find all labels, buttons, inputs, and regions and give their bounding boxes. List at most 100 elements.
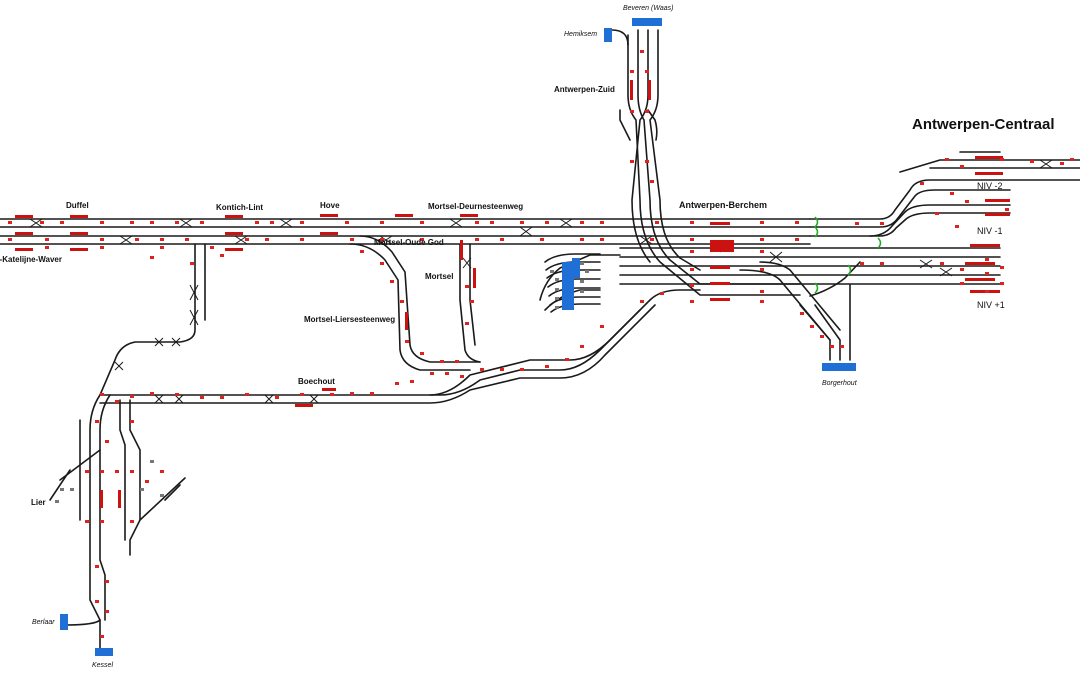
track-line xyxy=(164,484,181,501)
track-line xyxy=(739,269,831,341)
signal xyxy=(645,160,649,163)
signal xyxy=(100,520,104,523)
platform xyxy=(15,232,33,235)
signal xyxy=(760,238,764,241)
signal xyxy=(380,238,384,241)
signal xyxy=(145,480,149,483)
signal xyxy=(200,396,204,399)
terminal-block xyxy=(572,258,580,278)
signal xyxy=(100,393,104,396)
signal xyxy=(540,238,544,241)
signal xyxy=(1000,266,1004,269)
signal xyxy=(760,250,764,253)
track-line xyxy=(869,212,1011,237)
track-line xyxy=(899,159,1080,173)
signal xyxy=(60,221,64,224)
page-title: Antwerpen-Centraal xyxy=(912,116,1055,133)
signal xyxy=(475,221,479,224)
platform xyxy=(710,298,730,301)
level-label-niv-m1: NIV -1 xyxy=(977,226,1003,236)
signal xyxy=(100,238,104,241)
signal xyxy=(130,395,134,398)
signal xyxy=(95,600,99,603)
platform xyxy=(320,232,338,235)
platform xyxy=(70,248,88,251)
signal xyxy=(580,238,584,241)
buffer-stop xyxy=(814,216,819,228)
signal xyxy=(95,420,99,423)
platform xyxy=(630,80,633,100)
track-line xyxy=(544,253,601,263)
destination-label-hemiksem: Hemiksem xyxy=(564,31,598,38)
platform xyxy=(225,232,243,235)
siding-stub xyxy=(550,270,554,273)
signal xyxy=(8,238,12,241)
signal xyxy=(400,300,404,303)
signal xyxy=(640,300,644,303)
siding-stub xyxy=(60,488,64,491)
signal xyxy=(465,285,469,288)
track-line xyxy=(619,109,631,141)
signal xyxy=(660,292,664,295)
signal xyxy=(985,258,989,261)
terminal-block xyxy=(632,18,662,26)
signal xyxy=(480,368,484,371)
signal xyxy=(500,238,504,241)
signal xyxy=(955,225,959,228)
track-line xyxy=(429,309,641,396)
signal xyxy=(345,221,349,224)
station-label-lier: Lier xyxy=(31,498,46,507)
signal xyxy=(175,393,179,396)
signal xyxy=(105,580,109,583)
signal xyxy=(420,238,424,241)
signal xyxy=(840,345,844,348)
crossover xyxy=(114,361,124,371)
signal xyxy=(630,110,634,113)
track-line xyxy=(64,619,101,626)
signal xyxy=(175,221,179,224)
signal xyxy=(1070,158,1074,161)
signal xyxy=(1005,208,1009,211)
crossover xyxy=(379,235,393,245)
signal xyxy=(690,250,694,253)
signal xyxy=(115,400,119,403)
platform xyxy=(460,214,478,217)
signal xyxy=(430,372,434,375)
signal xyxy=(650,238,654,241)
platform xyxy=(100,490,103,508)
crossover xyxy=(189,309,199,326)
crossover xyxy=(559,218,573,228)
signal xyxy=(210,246,214,249)
signal xyxy=(160,238,164,241)
signal xyxy=(690,221,694,224)
signal xyxy=(220,396,224,399)
signal xyxy=(475,238,479,241)
signal xyxy=(440,360,444,363)
track-line xyxy=(359,235,481,363)
signal xyxy=(600,325,604,328)
siding-stub xyxy=(580,280,584,283)
station-label-hove: Hove xyxy=(320,201,340,210)
terminal-block xyxy=(604,28,612,42)
signal xyxy=(960,282,964,285)
signal xyxy=(100,221,104,224)
crossover xyxy=(279,218,293,228)
siding-stub xyxy=(150,460,154,463)
track-line xyxy=(99,304,656,404)
signal xyxy=(880,262,884,265)
crossover xyxy=(919,259,933,269)
signal xyxy=(410,380,414,383)
signal xyxy=(300,393,304,396)
signal xyxy=(545,365,549,368)
track-line xyxy=(814,304,841,361)
track-line xyxy=(459,243,481,363)
signal xyxy=(130,221,134,224)
crossover xyxy=(154,337,164,347)
signal xyxy=(245,238,249,241)
platform xyxy=(710,222,730,225)
platform xyxy=(70,215,88,218)
signal xyxy=(150,392,154,395)
signals xyxy=(8,50,1074,638)
platform xyxy=(648,80,651,100)
